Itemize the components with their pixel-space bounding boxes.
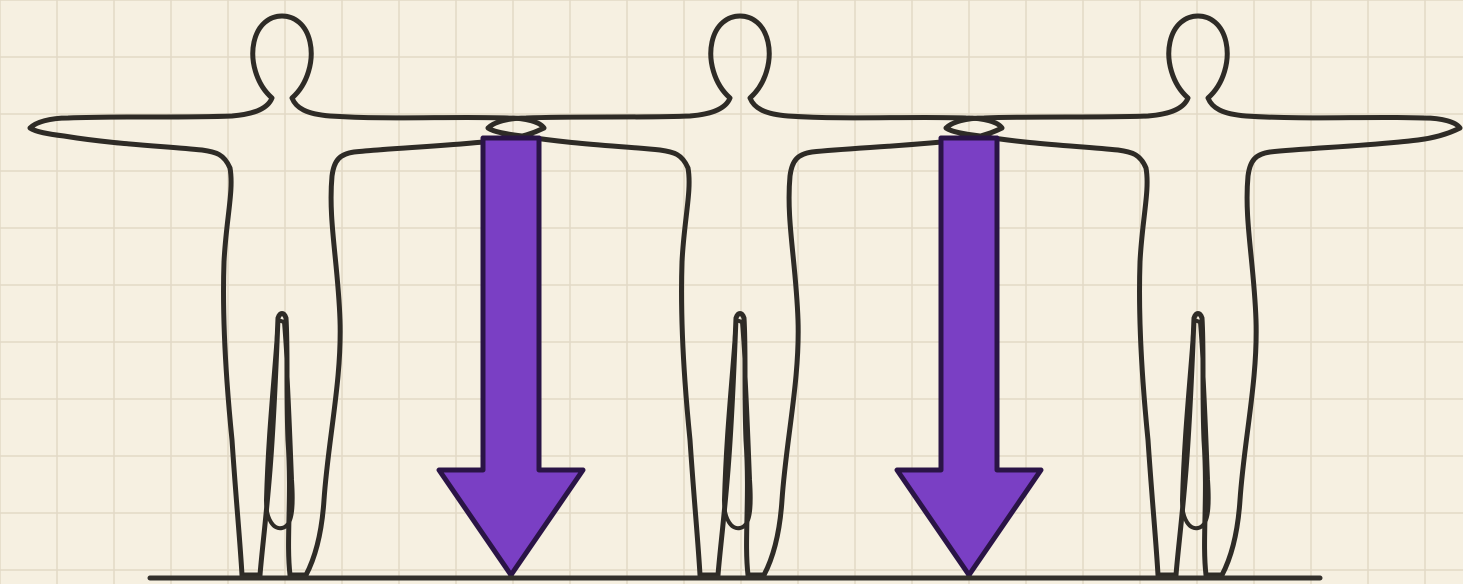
diagram-svg [0, 0, 1463, 584]
paper-background [0, 0, 1463, 584]
diagram-canvas [0, 0, 1463, 584]
